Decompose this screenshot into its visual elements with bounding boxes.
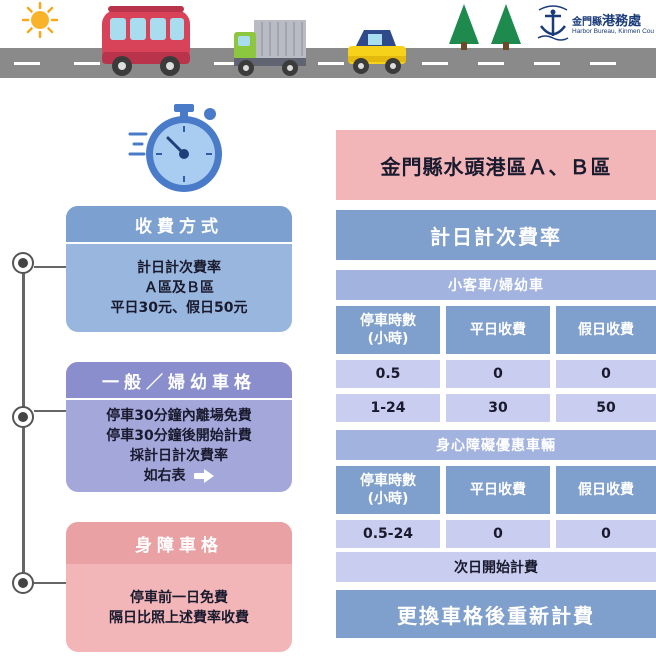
car-icon	[348, 30, 406, 74]
general-space-line: 停車30分鐘內離場免費	[106, 408, 252, 424]
general-space-line: 停車30分鐘後開始計費	[106, 428, 252, 444]
timeline-node	[12, 572, 34, 594]
road-dash	[422, 62, 448, 65]
road-dash	[74, 62, 100, 65]
disabled-space-line: 停車前一日免費	[130, 590, 228, 606]
road-dash	[318, 62, 344, 65]
general-space-title: 一般／婦幼車格	[66, 362, 292, 400]
table-header: 假日收費	[556, 306, 656, 354]
timeline-connector	[34, 582, 66, 584]
road-dash	[534, 62, 560, 65]
fee-method-line: 計日計次費率	[137, 260, 221, 276]
table-section-title: 小客車/婦幼車	[336, 270, 656, 300]
table-cell: 0	[556, 520, 656, 548]
general-space-body: 停車30分鐘內離場免費 停車30分鐘後開始計費 採計日計次費率 如右表	[66, 400, 292, 492]
table-header: 停車時數 (小時)	[336, 466, 440, 514]
rate-title: 計日計次費率	[336, 210, 656, 260]
truck-icon	[234, 20, 306, 76]
table-cell: 30	[446, 394, 550, 422]
table-header: 停車時數 (小時)	[336, 306, 440, 354]
general-space-line: 如右表	[143, 468, 186, 484]
road-dash	[590, 62, 616, 65]
timeline-connector	[34, 266, 66, 268]
table-header: 假日收費	[556, 466, 656, 514]
org-name-en: Harbor Bureau, Kinmen Cou	[572, 28, 655, 35]
disabled-space-card: 身障車格 停車前一日免費 隔日比照上述費率收費	[66, 522, 292, 652]
timeline-node	[12, 252, 34, 274]
table-cell: 1-24	[336, 394, 440, 422]
fee-method-card: 收費方式 計日計次費率 Ａ區及Ｂ區 平日30元、假日50元	[66, 206, 292, 332]
general-space-card: 一般／婦幼車格 停車30分鐘內離場免費 停車30分鐘後開始計費 採計日計次費率 …	[66, 362, 292, 492]
footer-note: 更換車格後重新計費	[336, 590, 656, 638]
general-space-line-with-arrow: 如右表	[144, 466, 215, 486]
org-name: 金門縣港務處	[572, 14, 642, 29]
fee-method-body: 計日計次費率 Ａ區及Ｂ區 平日30元、假日50元	[66, 244, 292, 332]
disabled-space-line: 隔日比照上述費率收費	[109, 610, 249, 626]
table-cell: 0	[446, 520, 550, 548]
sun-icon	[22, 2, 58, 38]
stopwatch-icon	[128, 104, 222, 192]
timeline-connector	[34, 410, 66, 412]
table-cell: 50	[556, 394, 656, 422]
tree-icon	[491, 4, 521, 50]
fee-method-line: Ａ區及Ｂ區	[144, 280, 214, 296]
table-header: 平日收費	[446, 466, 550, 514]
table-header: 平日收費	[446, 306, 550, 354]
table-cell: 0	[446, 360, 550, 388]
road-dash	[214, 62, 240, 65]
table-cell: 0.5-24	[336, 520, 440, 548]
area-title: 金門縣水頭港區Ａ、Ｂ區	[336, 130, 656, 200]
road-dash	[14, 62, 40, 65]
tree-icon	[449, 4, 479, 50]
disabled-space-title: 身障車格	[66, 522, 292, 564]
arrow-right-icon	[194, 469, 215, 483]
harbor-bureau-logo	[537, 5, 569, 41]
table-cell: 0	[556, 360, 656, 388]
road-dash	[478, 62, 504, 65]
fee-method-line: 平日30元、假日50元	[110, 300, 248, 316]
table-section-title: 身心障礙優惠車輛	[336, 430, 656, 460]
timeline-node	[12, 406, 34, 428]
table-cell: 0.5	[336, 360, 440, 388]
disabled-space-body: 停車前一日免費 隔日比照上述費率收費	[66, 564, 292, 652]
next-day-note: 次日開始計費	[336, 552, 656, 582]
bus-icon	[102, 6, 190, 76]
fee-method-title: 收費方式	[66, 206, 292, 244]
general-space-line: 採計日計次費率	[130, 448, 228, 464]
